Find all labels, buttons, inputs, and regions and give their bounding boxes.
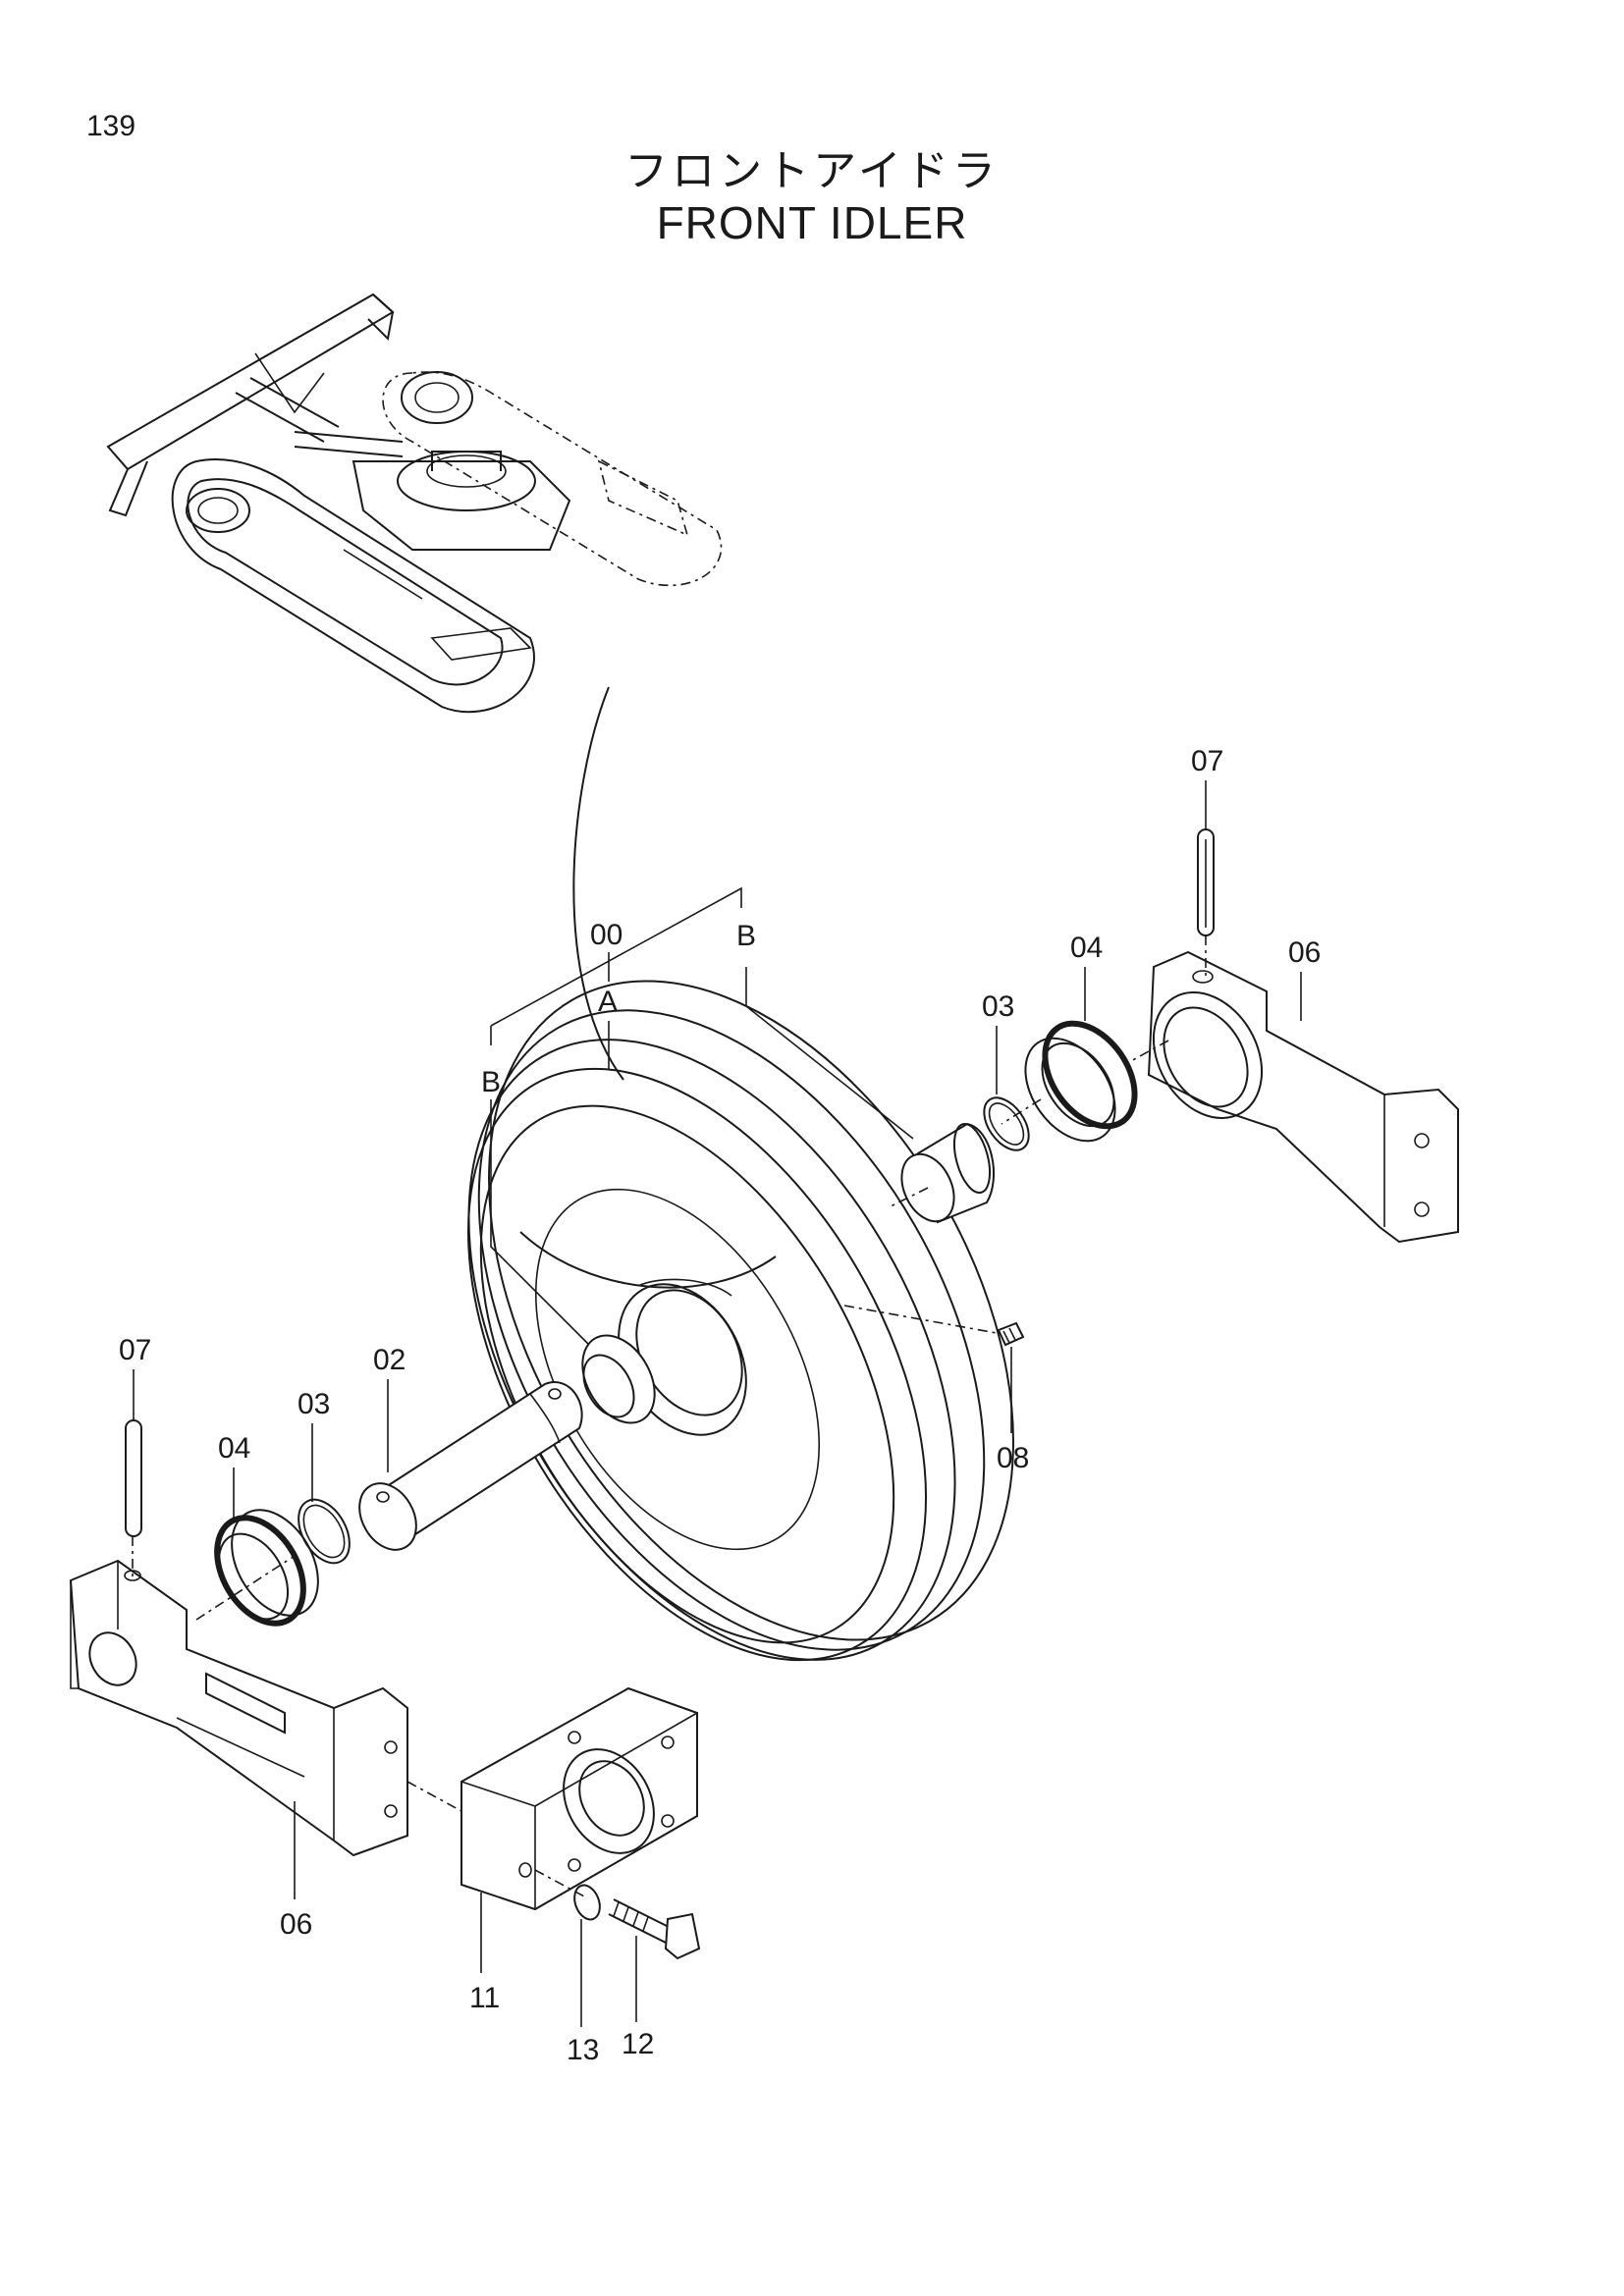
label-12: 12 xyxy=(622,2028,654,2060)
label-08: 08 xyxy=(997,1442,1029,1474)
label-b-left: B xyxy=(481,1066,501,1098)
label-a: A xyxy=(598,986,618,1018)
label-02: 02 xyxy=(373,1344,406,1376)
label-04-right: 04 xyxy=(1070,932,1103,964)
page-number: 139 xyxy=(86,110,136,142)
washer-part-13 xyxy=(573,1884,601,1921)
seal-right-04 xyxy=(1024,1020,1138,1143)
bracket-left-06 xyxy=(69,1559,408,1857)
label-06-right: 06 xyxy=(1288,936,1321,969)
snap-ring-right-03 xyxy=(983,1096,1030,1151)
left-collar xyxy=(581,1334,656,1424)
label-04-left: 04 xyxy=(218,1432,250,1465)
title-english: FRONT IDLER xyxy=(656,197,968,248)
label-07-right: 07 xyxy=(1191,745,1223,777)
label-00: 00 xyxy=(590,919,623,951)
pin-left-07 xyxy=(125,1419,142,1537)
label-11: 11 xyxy=(469,1982,500,2014)
plug-part-08 xyxy=(997,1321,1025,1347)
bolt-part-12 xyxy=(608,1898,701,1960)
label-13: 13 xyxy=(567,2034,599,2066)
leader-lines xyxy=(132,780,1302,2027)
idler-wheel xyxy=(466,686,1014,1662)
label-06-left: 06 xyxy=(280,1908,312,1941)
callout-labels: 00 A B B 02 03 04 07 06 11 13 12 08 03 0… xyxy=(119,745,1321,2066)
label-b-right: B xyxy=(736,920,756,952)
plate-part-11 xyxy=(460,1686,698,1911)
machine-overview-illustration xyxy=(106,293,723,714)
label-03-left: 03 xyxy=(298,1388,330,1420)
pin-right-07 xyxy=(1197,828,1215,936)
label-07-left: 07 xyxy=(119,1334,151,1366)
shaft-part-02 xyxy=(358,1381,583,1551)
seal-left-04 xyxy=(214,1509,319,1627)
title-japanese: フロントアイドラ xyxy=(624,146,1000,196)
bracket-right-06 xyxy=(1147,950,1459,1244)
label-03-right: 03 xyxy=(982,990,1014,1023)
